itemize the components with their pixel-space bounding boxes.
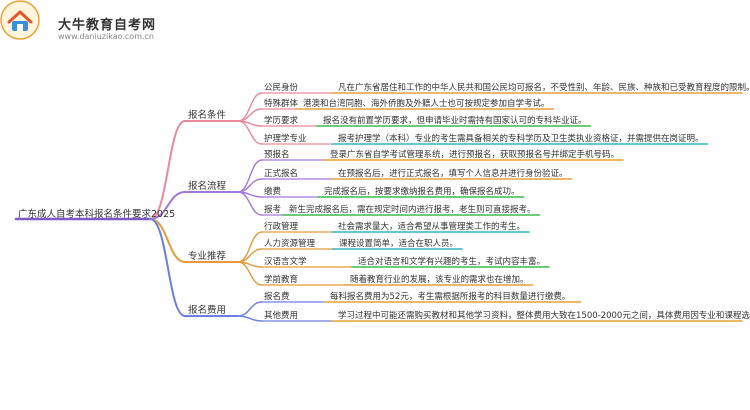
branch-2-item-4-label: 报考 bbox=[264, 205, 282, 215]
brand-url: www.daniuzikao.com.cn bbox=[58, 32, 154, 41]
branch-connector bbox=[149, 218, 186, 263]
branch-2-label: 报名流程 bbox=[188, 181, 227, 192]
branch-1-item-1-label: 公民身份 bbox=[264, 83, 299, 93]
branch-4-item-1-desc: 每科报名费用为52元，考生需根据所报考的科目数量进行缴费。 bbox=[330, 292, 571, 302]
branch-1-item-3-desc: 报名没有前置学历要求，但申请毕业时需持有国家认可的专科毕业证。 bbox=[323, 116, 587, 126]
branch-3-item-2-label: 人力资源管理 bbox=[264, 239, 316, 249]
branch-1-item-2-label: 特殊群体 bbox=[264, 99, 299, 109]
branch-4-label: 报名费用 bbox=[188, 305, 227, 316]
branch-3-item-4-desc: 随着教育行业的发展，该专业的需求也在增加。 bbox=[350, 275, 529, 285]
branch-connector bbox=[149, 191, 186, 220]
sub-connector bbox=[237, 301, 263, 317]
branch-2-item-4-desc: 新生完成报名后，需在规定时间内进行报考，老生则可直接报考。 bbox=[289, 205, 536, 215]
sub-connector bbox=[237, 92, 263, 122]
branch-1-item-4-desc: 报考护理学（本科）专业的考生需具备相关的专科学历及卫生类执业资格证，并需提供在岗… bbox=[338, 134, 704, 144]
brand-logo-icon bbox=[0, 0, 40, 40]
branch-connector bbox=[149, 120, 186, 220]
branch-4-item-1-label: 报名费 bbox=[264, 292, 290, 302]
branch-2-item-3-label: 缴费 bbox=[264, 187, 282, 197]
branch-connector bbox=[149, 218, 186, 317]
sub-connector bbox=[237, 261, 263, 286]
branch-1-item-1-desc: 凡在广东省居住和工作的中华人民共和国公民均可报名，不受性别、年龄、民族、种族和已… bbox=[338, 83, 750, 93]
branch-4-item-2-desc: 学习过程中可能还需购买教材和其他学习资料，整体费用大致在1500-2000元之间… bbox=[338, 311, 750, 321]
sub-connector bbox=[237, 159, 263, 193]
branch-3-item-3-desc: 适合对语言和文学有兴趣的考生，考试内容丰富。 bbox=[358, 257, 546, 267]
sub-connector bbox=[237, 315, 263, 322]
branch-1-item-3-label: 学历要求 bbox=[264, 116, 299, 126]
sub-connector bbox=[237, 248, 263, 263]
brand-title: 大牛教育自考网 bbox=[58, 18, 157, 33]
branch-4-item-2-label: 其他费用 bbox=[264, 311, 299, 321]
branch-1-item-4-label: 护理学专业 bbox=[264, 134, 307, 144]
branch-2-item-1-label: 预报名 bbox=[264, 150, 290, 160]
branch-3-item-1-label: 行政管理 bbox=[264, 222, 299, 232]
branch-3-item-1-desc: 社会需求量大，适合希望从事管理类工作的考生。 bbox=[338, 222, 526, 232]
sub-connector bbox=[237, 231, 263, 263]
branch-3-item-3-label: 汉语言文学 bbox=[264, 257, 307, 267]
branch-3-item-4-label: 学前教育 bbox=[264, 275, 299, 285]
branch-2-item-1-desc: 登录广东省自学考试管理系统，进行预报名，获取预报名号并绑定手机号码。 bbox=[330, 150, 620, 160]
branch-2-item-3-desc: 完成报名后，按要求缴纳报名费用，确保报名成功。 bbox=[324, 187, 520, 197]
mindmap-root: 广东成人自考本科报名条件要求2025 bbox=[18, 209, 176, 220]
branch-2-item-2-desc: 在预报名后，进行正式报名，填写个人信息并进行身份验证。 bbox=[338, 169, 568, 179]
branch-1-item-2-desc: 港澳和台湾同胞、海外侨胞及外籍人士也可按规定参加自学考试。 bbox=[303, 99, 550, 109]
sub-connector bbox=[237, 120, 263, 145]
branch-3-item-2-desc: 课程设置简单，适合在职人员。 bbox=[339, 239, 459, 249]
branch-3-label: 专业推荐 bbox=[188, 251, 227, 262]
branch-1-label: 报名条件 bbox=[188, 110, 227, 121]
branch-2-item-2-label: 正式报名 bbox=[264, 169, 299, 179]
sub-connector bbox=[237, 191, 263, 216]
